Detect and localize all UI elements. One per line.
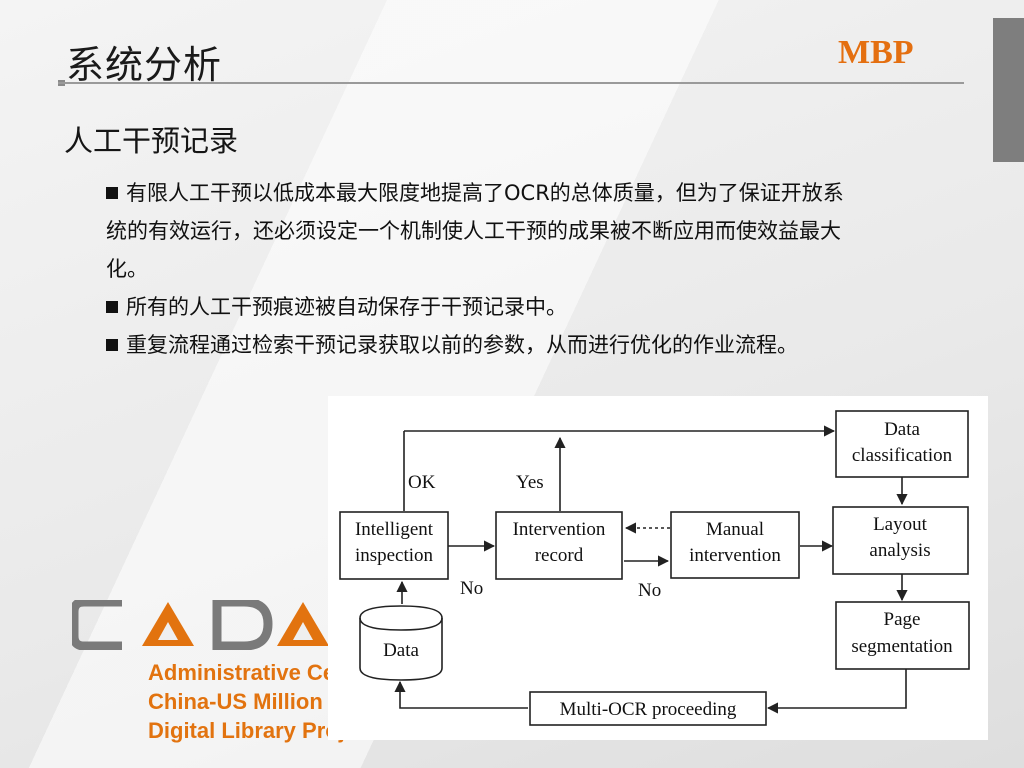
- node-text: Multi-OCR proceeding: [560, 699, 737, 720]
- workflow-diagram: Data classification Layout analysis Page…: [328, 396, 988, 740]
- node-intervention-record: Intervention record: [495, 511, 623, 580]
- label-yes: Yes: [516, 472, 544, 493]
- node-text: Layout: [873, 514, 928, 535]
- bullet-item: 重复流程通过检索干预记录获取以前的参数，从而进行优化的作业流程。: [106, 326, 856, 364]
- section-heading: 人工干预记录: [64, 124, 239, 158]
- node-text: Page: [884, 609, 921, 630]
- label-no-1: No: [460, 578, 483, 599]
- label-no-2: No: [638, 580, 661, 601]
- square-bullet-icon: [106, 301, 118, 313]
- page-title: 系统分析: [66, 43, 223, 87]
- node-intelligent-inspection: Intelligent inspection: [339, 511, 449, 580]
- edge-ocr-to-data: [394, 680, 528, 709]
- node-text: Intelligent: [355, 519, 434, 540]
- bullet-item: 有限人工干预以低成本最大限度地提高了OCR的总体质量，但为了保证开放系统的有效运…: [106, 174, 856, 288]
- square-bullet-icon: [106, 187, 118, 199]
- cadal-wordmark-logo: [72, 600, 329, 650]
- node-text: analysis: [869, 540, 930, 561]
- bullet-list: 有限人工干预以低成本最大限度地提高了OCR的总体质量，但为了保证开放系统的有效运…: [106, 174, 856, 364]
- bullet-item: 所有的人工干预痕迹被自动保存于干预记录中。: [106, 288, 856, 326]
- bullet-text: 有限人工干预以低成本最大限度地提高了OCR的总体质量，但为了保证开放系统的有效运…: [106, 181, 844, 281]
- node-text: Manual: [706, 519, 764, 540]
- edge-page-to-ocr: [766, 668, 907, 714]
- bullet-text: 重复流程通过检索干预记录获取以前的参数，从而进行优化的作业流程。: [126, 333, 798, 357]
- node-layout-analysis: Layout analysis: [832, 506, 969, 575]
- node-text: inspection: [355, 545, 434, 566]
- node-page-segmentation: Page segmentation: [835, 601, 970, 670]
- bullet-text: 所有的人工干预痕迹被自动保存于干预记录中。: [126, 295, 567, 319]
- side-tab-decoration: [993, 18, 1024, 162]
- node-data-store-icon: Data: [359, 605, 443, 681]
- node-text: Intervention: [513, 519, 606, 540]
- node-text: intervention: [689, 545, 781, 566]
- workflow-diagram-svg: Data classification Layout analysis Page…: [339, 410, 970, 726]
- node-text: classification: [852, 445, 953, 466]
- node-text: Data: [383, 640, 419, 661]
- node-text: record: [535, 545, 584, 566]
- node-manual-intervention: Manual intervention: [670, 511, 800, 579]
- node-data-classification: Data classification: [835, 410, 969, 478]
- square-bullet-icon: [106, 339, 118, 351]
- label-ok: OK: [408, 472, 436, 493]
- brand-label: MBP: [838, 34, 914, 71]
- node-text: segmentation: [851, 636, 953, 657]
- title-divider: [58, 82, 964, 84]
- node-multi-ocr: Multi-OCR proceeding: [529, 691, 767, 726]
- node-text: Data: [884, 419, 920, 440]
